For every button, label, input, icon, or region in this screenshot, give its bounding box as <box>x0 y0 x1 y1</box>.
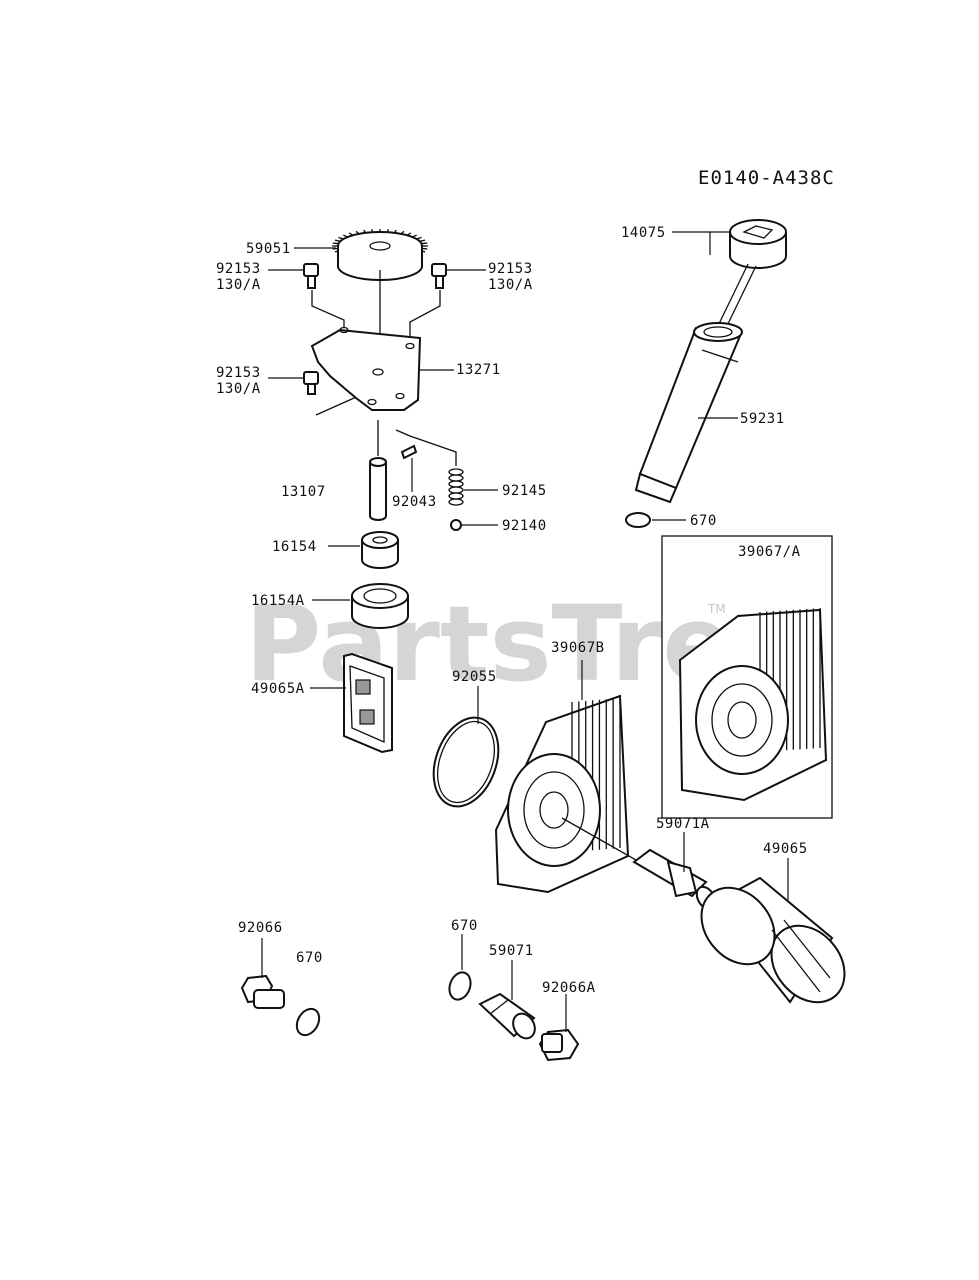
label-39067A[interactable]: 39067/A <box>738 544 801 560</box>
label-13107[interactable]: 13107 <box>281 484 326 500</box>
inner-rotor-16154[interactable] <box>361 531 399 569</box>
oil-cooler-39067A[interactable] <box>678 608 828 802</box>
bolt-92153-right[interactable] <box>431 263 447 289</box>
oil-cooler-39067B[interactable] <box>494 694 630 894</box>
label-14075[interactable]: 14075 <box>621 225 666 241</box>
gear-59051[interactable] <box>332 229 428 281</box>
bolt-92153-left[interactable] <box>303 263 319 289</box>
label-130a-right[interactable]: 130/A <box>488 277 533 293</box>
drain-plug-92066[interactable] <box>240 974 285 1009</box>
inset-box-39067A <box>661 535 833 819</box>
o-ring-670-mid[interactable] <box>446 969 474 1002</box>
pin-92043[interactable] <box>400 444 418 460</box>
label-92153-right[interactable]: 92153 <box>488 261 533 277</box>
label-49065[interactable]: 49065 <box>763 841 808 857</box>
label-39067B[interactable]: 39067B <box>551 640 605 656</box>
label-670-left[interactable]: 670 <box>296 950 323 966</box>
fitting-59071[interactable] <box>478 992 539 1042</box>
o-ring-92055[interactable] <box>422 709 510 816</box>
outer-rotor-16154A[interactable] <box>351 583 409 629</box>
label-92066A[interactable]: 92066A <box>542 980 596 996</box>
dipstick-14075[interactable] <box>715 219 787 333</box>
oil-strainer-49065A[interactable] <box>343 652 393 754</box>
label-16154A[interactable]: 16154A <box>251 593 305 609</box>
plug-92066A[interactable] <box>538 1028 580 1062</box>
label-92140[interactable]: 92140 <box>502 518 547 534</box>
label-92066[interactable]: 92066 <box>238 920 283 936</box>
label-130a-left[interactable]: 130/A <box>216 277 261 293</box>
label-92153-lower[interactable]: 92153 <box>216 365 261 381</box>
label-92055[interactable]: 92055 <box>452 669 497 685</box>
pump-cover-13271[interactable] <box>310 326 422 411</box>
oil-filter-49065[interactable] <box>686 873 859 1016</box>
label-92043[interactable]: 92043 <box>392 494 437 510</box>
label-16154[interactable]: 16154 <box>272 539 317 555</box>
watermark-trademark: TM <box>707 602 726 616</box>
label-59051[interactable]: 59051 <box>246 241 291 257</box>
spring-92145[interactable] <box>448 468 464 506</box>
label-92153-left[interactable]: 92153 <box>216 261 261 277</box>
label-13271[interactable]: 13271 <box>456 362 501 378</box>
label-59071A[interactable]: 59071A <box>656 816 710 832</box>
label-59231[interactable]: 59231 <box>740 411 785 427</box>
o-ring-670-top[interactable] <box>625 512 651 528</box>
label-670-mid[interactable]: 670 <box>451 918 478 934</box>
fitting-59071A[interactable] <box>632 848 719 912</box>
diagram-code: E0140-A438C <box>698 167 835 189</box>
label-49065A[interactable]: 49065A <box>251 681 305 697</box>
bolt-92153-lower[interactable] <box>303 371 319 395</box>
label-92145[interactable]: 92145 <box>502 483 547 499</box>
pump-shaft-13107[interactable] <box>369 457 387 521</box>
label-59071[interactable]: 59071 <box>489 943 534 959</box>
label-130a-lower[interactable]: 130/A <box>216 381 261 397</box>
o-ring-670-left[interactable] <box>292 1005 323 1039</box>
dipstick-tube-59231[interactable] <box>634 322 743 504</box>
label-670-top[interactable]: 670 <box>690 513 717 529</box>
ball-92140[interactable] <box>450 519 462 531</box>
